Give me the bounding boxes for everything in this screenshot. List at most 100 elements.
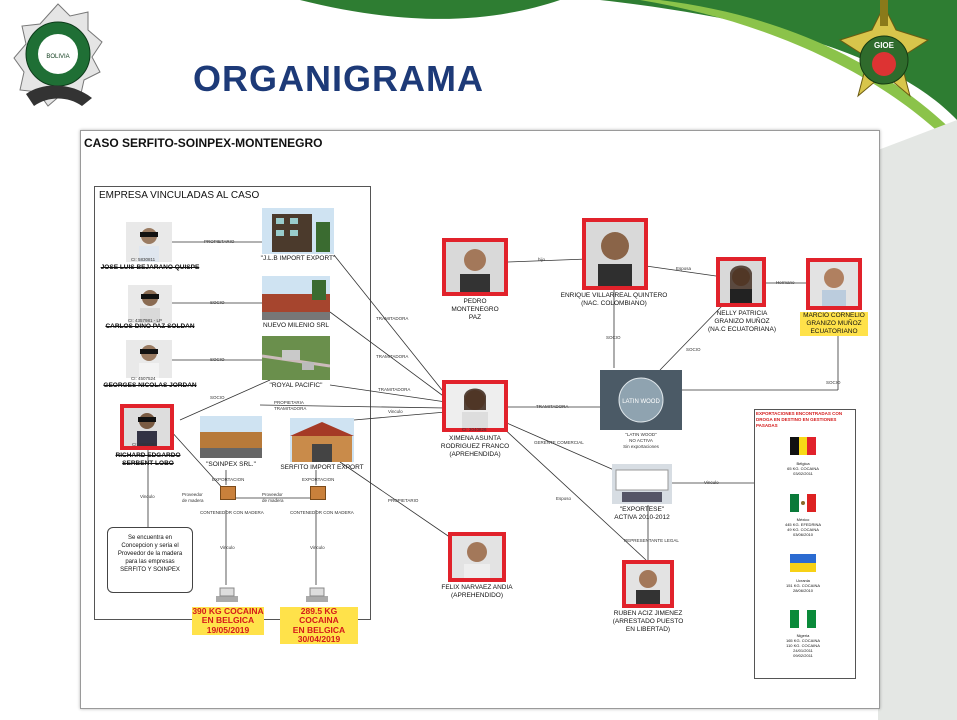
person-photo-ruben (622, 560, 674, 608)
person-name-ruben: RUBEN ACIZ JIMENEZ (ARRESTADO PUESTO EN … (602, 610, 694, 634)
export-ucrania: Ucrania 151 KG. COCAINA 28/06/2010 (758, 578, 848, 593)
edge-label-vinculo-ximena: Vinculo (388, 409, 403, 414)
person-photo-carlos (128, 285, 172, 323)
person-photo-pedro (442, 238, 508, 296)
person-name-jose-luis: JOSE LUIS BEJARANO QUISPE (100, 264, 200, 271)
edge-label-vinculo-c1: Vinculo (220, 545, 235, 550)
company-photo-exportese (612, 464, 672, 504)
edge-label-proveedor-2b: de madera (262, 497, 284, 503)
enrique-line-1: ENRIQUE VILLARREAL QUINTERO (560, 292, 668, 299)
edge-label-socio-nelly: SOCIO (686, 347, 701, 352)
cocaine-1-line-3: 19/05/2019 (206, 624, 250, 635)
edge-label-esposo: Esposo (556, 496, 572, 501)
exports-title: EXPORTACIONES ENCONTRADAS CON DROGA EN D… (756, 411, 843, 428)
export-mexico: México 445 KG. EFEDRINA 49 KG. COCAINA 0… (758, 517, 848, 537)
cocaine-2-line-3: 30/04/2019 (297, 634, 341, 645)
cocaine-1-line-2: EN BELGICA (201, 615, 255, 626)
cocaine-2-line-2: EN BELGICA (292, 624, 346, 635)
person-name-richard-a: RICHARD EDGARDO (115, 452, 181, 459)
ximena-line-3: (APREHENDIDA) (449, 451, 501, 459)
person-photo-enrique (582, 218, 648, 290)
edge-label-proveedor-2a: Proveedor (262, 492, 283, 497)
edge-label-hermano: Hermano (776, 280, 795, 285)
export-mexico-line-3: 03/06/2010 (792, 532, 814, 537)
person-photo-jose-luis (126, 222, 172, 262)
edge-label-socio-enrique: SOCIO (606, 335, 621, 340)
ci-label-2: CI: 4357981 - LP (128, 318, 163, 323)
cocaine-label-1: 390 KG COCAINA EN BELGICA 19/05/2019 (192, 606, 264, 636)
export-mexico-line-2: 49 KG. COCAINA (787, 527, 819, 532)
ruben-line-1: RUBEN ACIZ JIMENEZ (613, 610, 683, 617)
note-proveedor: Se encuentra en Concepcion y seria el Pr… (107, 527, 193, 593)
ci-label-5: CI: 2040826 (462, 427, 487, 432)
company-photo-soinpex (200, 416, 262, 458)
company-name-serfito: SERFITO IMPORT EXPORT (280, 464, 364, 471)
edge-label-exportacion-2: EXPORTACION (302, 477, 335, 482)
person-name-enrique: ENRIQUE VILLARREAL QUINTERO (NAC. COLOMB… (554, 292, 674, 308)
edge-label-proveedor-1a: Proveedor (182, 492, 203, 497)
person-name-marcio: MARCIO CORNELIO GRANIZO MUÑOZ ECUATORIAN… (800, 312, 868, 337)
edge-label-hijo: hijo (538, 257, 546, 262)
edge-label-proveedor-1: Proveedor de madera (182, 492, 204, 504)
company-name-nuevo: NUEVO MILENIO SRL (262, 322, 330, 329)
company-photo-royal (262, 336, 330, 380)
police-logo-left: BOLIVIA (12, 2, 104, 114)
export-ucrania-country: Ucrania (796, 578, 810, 583)
person-photo-marcio (806, 258, 862, 310)
page-title: ORGANIGRAMA (193, 58, 484, 99)
svg-text:LATIN WOOD: LATIN WOOD (622, 399, 660, 405)
export-ucrania-line-1: 151 KG. COCAINA (785, 583, 820, 588)
company-name-exportese: "EXPORTESE" ACTIVA 2010-2012 (598, 506, 686, 522)
gioe-logo-right: GIOE (830, 0, 938, 118)
note-line-5: SERFITO Y SOINPEX (120, 567, 180, 574)
export-nigeria-line-4: 09/02/2011 (793, 653, 813, 658)
edge-label-vinculo-c2: Vinculo (310, 545, 325, 550)
export-mexico-line-1: 445 KG. EFEDRINA (784, 522, 821, 527)
note-line-4: para las empresas (125, 559, 175, 566)
edge-label-propietario: PROPIETARIO (204, 239, 235, 244)
export-mexico-country: México (796, 517, 810, 522)
marcio-line-3: ECUATORIANO (810, 328, 858, 336)
pedro-line-3: PAZ (468, 314, 482, 322)
marcio-line-1: MARCIO CORNELIO (803, 312, 865, 319)
marcio-line-2: GRANIZO MUÑOZ (806, 320, 862, 328)
export-belgica: Bélgica 65 KG. COCAINA 03/02/2011 (758, 461, 848, 476)
company-name-royal: "ROYAL PACIFIC" (269, 382, 323, 389)
company-name-soinpex: "SOINPEX SRL." (206, 461, 256, 468)
case-title: CASO SERFITO-SOINPEX-MONTENEGRO (84, 136, 323, 150)
company-photo-serfito (290, 418, 354, 462)
edge-label-vinculo-richard: Vinculo (140, 494, 155, 499)
export-ucrania-line-2: 28/06/2010 (792, 588, 814, 593)
latin-line-3: Sin exportaciones (623, 443, 659, 449)
latin-line-2: NO ACTIVA (629, 437, 653, 443)
company-name-jlb: "J.L.B IMPORT EXPORT" (260, 255, 336, 262)
edge-label-proveedor-1b: de madera (182, 497, 204, 503)
person-photo-georges (126, 340, 172, 378)
felix-line-1: FELIX NARVAEZ ANDIA (441, 584, 513, 591)
person-name-nelly: NELLY PATRICIA GRANIZO MUÑOZ (NA.C ECUAT… (698, 310, 786, 334)
edge-label-contenedor-2: CONTENEDOR CON MADERA (290, 510, 354, 515)
edge-label-rep-legal: REPRESENTANTE LEGAL (624, 538, 679, 543)
pedro-line-2: MONTENEGRO (451, 306, 499, 314)
latin-line-1: "LATIN WOOD" (625, 432, 657, 437)
logo-right-text: GIOE (874, 41, 895, 50)
logo-left-text: BOLIVIA (46, 54, 69, 60)
person-name-ximena: XIMENA ASUNTA RODRIGUEZ FRANCO (APREHEND… (428, 435, 522, 459)
person-name-richard-b: SERBENT LOBO (122, 460, 174, 467)
person-photo-richard (120, 404, 174, 450)
person-photo-ximena (442, 380, 508, 432)
flag-nigeria-icon (790, 610, 816, 633)
ci-label-4: CI: 5866087 (132, 442, 157, 447)
export-nigeria-line-3: 24/01/2011 (793, 648, 813, 653)
edge-label-tramitadora-3: TRAMITADORA (378, 387, 411, 392)
edge-label-tramitadora-2: TRAMITADORA (376, 354, 409, 359)
edge-label-proveedor-2: Proveedor de madera (262, 492, 284, 504)
pedro-line-1: PEDRO (463, 298, 487, 305)
empresa-title: EMPRESA VINCULADAS AL CASO (99, 190, 260, 201)
export-nigeria-country: Nigeria (796, 633, 810, 638)
ci-label-1: CI: 5830811 (131, 257, 156, 262)
edge-label-tramitadora: TRAMITADORA (274, 405, 307, 411)
ci-label-3: CI: 4507524 (131, 376, 156, 381)
